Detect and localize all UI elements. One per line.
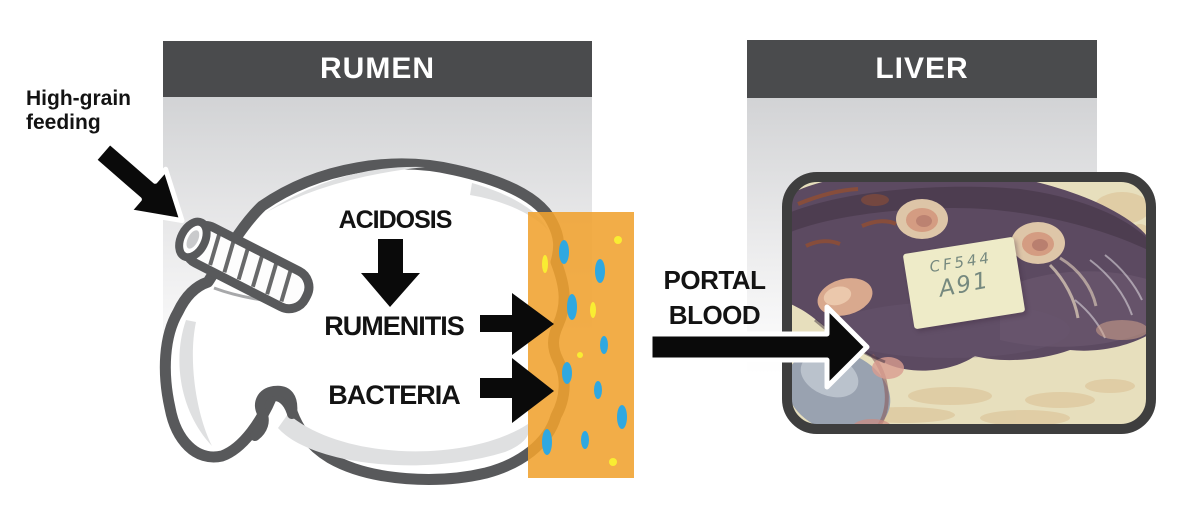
bacteria-dots-icon bbox=[542, 236, 627, 466]
rumen-illustration bbox=[159, 158, 570, 485]
bacteria-label: BACTERIA bbox=[328, 380, 461, 410]
high-grain-feeding-line1: High-grain bbox=[26, 87, 131, 110]
high-grain-feeding-line2: feeding bbox=[26, 111, 101, 134]
rumen-shoulder-shading bbox=[470, 183, 548, 230]
rumen-curl bbox=[250, 385, 298, 441]
rumen-header-label: RUMEN bbox=[320, 52, 435, 85]
rumen-bottom-lobe-shading bbox=[278, 414, 530, 466]
liver-header-label: LIVER bbox=[875, 52, 969, 85]
portal-blood-label: PORTAL BLOOD bbox=[637, 263, 792, 333]
rumen-left-lobe-shading bbox=[179, 320, 212, 446]
rumenitis-right-arrow-icon bbox=[480, 293, 554, 355]
acidosis-label: ACIDOSIS bbox=[338, 206, 453, 234]
high-grain-feeding-label: High-grain feeding bbox=[26, 87, 166, 135]
abscess-left bbox=[817, 278, 873, 316]
liver-red-streaks bbox=[797, 187, 897, 248]
abscess-ring-1 bbox=[896, 199, 948, 239]
photo-frame bbox=[782, 172, 1156, 434]
portal-blood-line1: PORTAL bbox=[663, 265, 766, 295]
high-grain-arrow-icon bbox=[91, 139, 185, 224]
abscess-ring-2 bbox=[1011, 222, 1098, 319]
esophagus-tube-icon bbox=[175, 217, 314, 314]
rumen-wall bbox=[528, 212, 634, 478]
portal-blood-arrow-icon bbox=[647, 304, 870, 390]
rumen-header-bar: RUMEN bbox=[163, 41, 592, 97]
liver-header-bar: LIVER bbox=[747, 40, 1097, 98]
portal-blood-line2: BLOOD bbox=[668, 300, 761, 330]
acidosis-down-arrow-icon bbox=[361, 239, 420, 307]
bacteria-right-arrow-icon bbox=[480, 358, 554, 423]
rumenitis-label: RUMENITIS bbox=[324, 311, 465, 341]
